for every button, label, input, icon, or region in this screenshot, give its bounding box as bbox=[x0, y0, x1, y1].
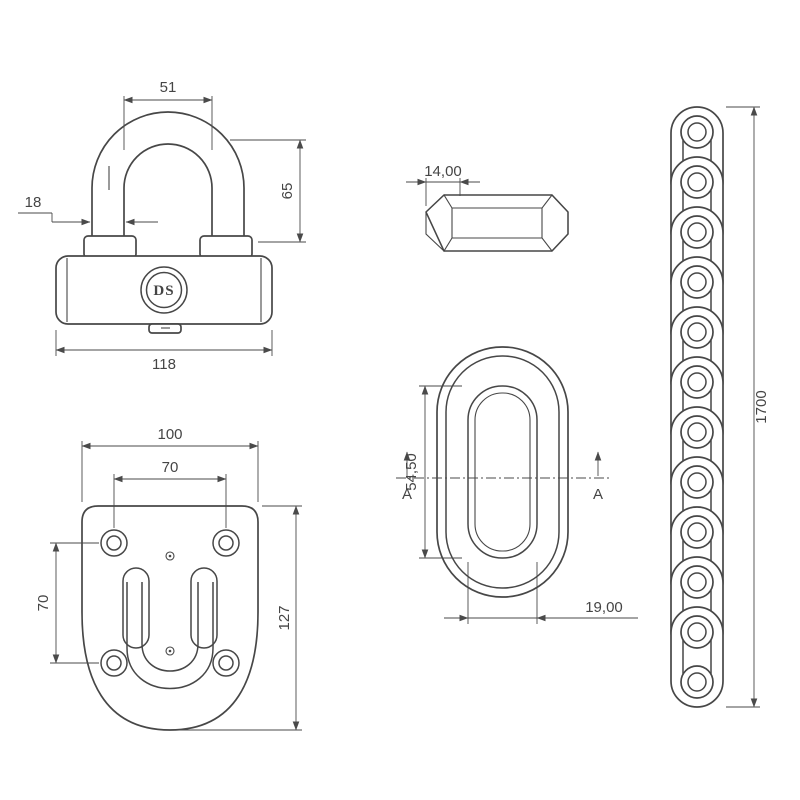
section-hatch-left bbox=[425, 194, 453, 252]
dim-70v-group: 70 bbox=[35, 542, 99, 664]
section-label-a-right: A bbox=[593, 486, 603, 503]
logo-ds: DS bbox=[153, 283, 174, 299]
dim-51-group: 51 bbox=[123, 79, 213, 150]
dim-100-group: 100 bbox=[81, 426, 259, 502]
padlock-logo: DS bbox=[140, 266, 188, 314]
dim-65-group: 65 bbox=[230, 139, 306, 243]
link-hole-inner-contour bbox=[474, 392, 531, 552]
chain-joint bbox=[680, 465, 714, 499]
center-pin-hole-top bbox=[165, 551, 175, 561]
dim-51: 51 bbox=[160, 79, 177, 96]
chain-joint bbox=[680, 565, 714, 599]
anchor-plate-view: 100 70 70 127 bbox=[35, 426, 302, 731]
dim-54-50: 54,50 bbox=[403, 453, 420, 491]
dim-127-group: 127 bbox=[174, 505, 302, 731]
dim-14: 14,00 bbox=[424, 163, 462, 180]
ring-bracket-slot-right bbox=[190, 567, 218, 649]
dim-100: 100 bbox=[157, 426, 182, 443]
dim-65: 65 bbox=[279, 183, 296, 200]
dim-118: 118 bbox=[152, 356, 176, 373]
dim-19: 19,00 bbox=[585, 599, 623, 616]
dim-118-group: 118 bbox=[55, 330, 273, 373]
chain-joint bbox=[680, 415, 714, 449]
d-ring bbox=[126, 582, 214, 690]
chain-joint bbox=[680, 265, 714, 299]
link-second-contour bbox=[445, 355, 560, 589]
section-outline bbox=[425, 194, 569, 252]
dim-70-vertical: 70 bbox=[35, 595, 52, 612]
dim-14-group: 14,00 bbox=[406, 163, 480, 206]
chain-joint bbox=[680, 165, 714, 199]
dim-1900-group: 19,00 bbox=[444, 562, 638, 624]
chain-joint bbox=[680, 365, 714, 399]
dim-1700-group: 1700 bbox=[726, 106, 770, 708]
section-line-aa: A A bbox=[396, 451, 609, 503]
chain-joint bbox=[680, 215, 714, 249]
dim-127: 127 bbox=[276, 605, 293, 630]
anchor-plate-outline bbox=[81, 505, 259, 731]
dim-1700: 1700 bbox=[753, 390, 770, 423]
chain-joint bbox=[680, 315, 714, 349]
chain-joint bbox=[680, 115, 714, 149]
chain-joint bbox=[680, 665, 714, 699]
shackle-collar-right bbox=[199, 235, 253, 259]
padlock-shackle bbox=[91, 111, 245, 241]
padlock-view: DS 51 65 18 bbox=[18, 79, 306, 373]
wire-cross-section-view: 14,00 bbox=[406, 163, 569, 252]
dim-18-group: 18 bbox=[18, 194, 158, 226]
section-label-a-left: A bbox=[402, 486, 412, 503]
dim-5450-group: 54,50 bbox=[403, 385, 462, 559]
center-pin-hole-bottom bbox=[165, 646, 175, 656]
dim-70-horizontal: 70 bbox=[162, 459, 179, 476]
oval-link-view: A A 54,50 19,00 bbox=[396, 346, 638, 624]
chain-joint bbox=[680, 515, 714, 549]
section-hatch-right bbox=[541, 194, 569, 252]
link-hole-contour bbox=[467, 385, 538, 559]
dim-18: 18 bbox=[25, 194, 42, 211]
mounting-hole-top-left bbox=[100, 529, 128, 557]
mounting-hole-bottom-right bbox=[212, 649, 240, 677]
chain-joint bbox=[680, 615, 714, 649]
link-outer-contour bbox=[436, 346, 569, 598]
chain-view: 1700 bbox=[670, 106, 770, 708]
ring-bracket-slot-left bbox=[122, 567, 150, 649]
shackle-collar-left bbox=[83, 235, 137, 259]
mounting-hole-top-right bbox=[212, 529, 240, 557]
mounting-hole-bottom-left bbox=[100, 649, 128, 677]
dim-70h-group: 70 bbox=[113, 459, 227, 528]
